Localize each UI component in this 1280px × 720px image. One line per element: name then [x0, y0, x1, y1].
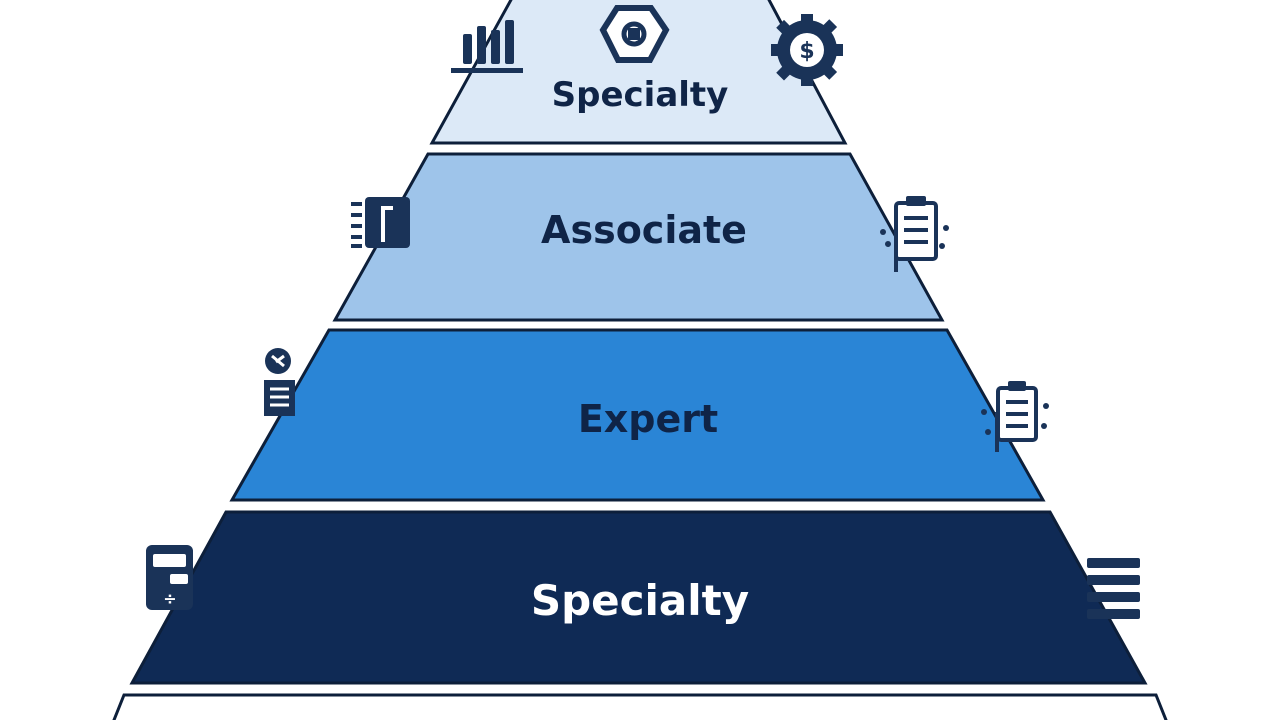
- bar-chart-icon: [451, 20, 523, 73]
- tier-4-band: [129, 510, 1148, 685]
- tier-2-label: Associate: [541, 208, 747, 252]
- tier-3-label: Expert: [578, 397, 718, 441]
- calculator-icon: ÷: [146, 545, 193, 610]
- svg-text:$: $: [799, 39, 814, 64]
- stacked-lines-icon: [1087, 558, 1140, 619]
- tier-1-band: [429, 0, 848, 145]
- gear-dollar-icon: $: [771, 14, 843, 86]
- tier-4-label: Specialty: [531, 576, 749, 625]
- clipboard-icon: [880, 196, 949, 272]
- tier-3-band: [229, 328, 1046, 502]
- tier-1-label: Specialty: [552, 75, 729, 115]
- shield-badge-icon: [599, 5, 670, 63]
- svg-text:÷: ÷: [163, 589, 176, 608]
- tier-5-band: [112, 693, 1168, 720]
- tier-2-band: [332, 152, 945, 322]
- clipboard-checklist-icon: [981, 381, 1049, 452]
- stopwatch-document-icon: [264, 348, 295, 416]
- notebook-icon: [351, 197, 410, 248]
